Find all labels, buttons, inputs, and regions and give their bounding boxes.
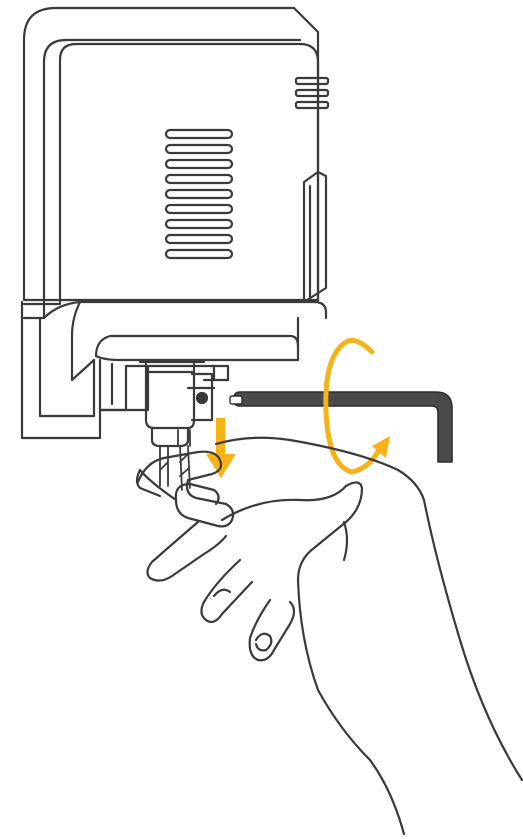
thumbnail [174, 482, 220, 506]
ring-finger-knuckle [212, 588, 232, 598]
bit-2-shank [177, 429, 191, 447]
bit-1 [159, 445, 169, 487]
thumb [136, 450, 235, 528]
hand-icon [135, 436, 523, 836]
collet-knob [210, 364, 230, 382]
front-grille [164, 128, 234, 260]
base-plate [42, 300, 328, 320]
plate-front [70, 300, 96, 382]
panel-bottom-edge [42, 38, 302, 320]
bracket [98, 358, 148, 412]
milling-machine-head-icon [20, 6, 330, 440]
collet-nut [150, 426, 190, 448]
little-finger-nail [254, 632, 273, 652]
down-arrow-icon [206, 418, 236, 478]
wrist-left [296, 578, 406, 836]
lower-housing-inner [38, 316, 96, 418]
rotate-arrow-head [372, 436, 390, 458]
rotate-arc-back [323, 337, 375, 475]
hex-key-shaft [233, 391, 453, 463]
index-finger [135, 468, 178, 502]
set-screw [195, 391, 209, 405]
side-vents [294, 76, 330, 110]
palm-outline [214, 436, 523, 782]
palm-lower [220, 481, 364, 582]
little-finger [248, 598, 296, 662]
hex-key-icon [229, 391, 453, 463]
middle-finger [146, 520, 228, 582]
bit-2 [179, 445, 191, 491]
lower-housing [20, 300, 216, 440]
drill-bit-icon [159, 429, 191, 491]
spindle-collet-icon [138, 360, 230, 448]
wrist-fold [342, 520, 349, 562]
side-rail [302, 170, 328, 304]
collet-cap [190, 372, 214, 422]
down-arrow-shaft [216, 418, 225, 458]
plate-lower [94, 334, 300, 362]
front-panel [58, 42, 320, 304]
rotate-arrow-icon [323, 337, 390, 475]
hex-key-tip [229, 395, 243, 405]
ring-finger [200, 558, 254, 624]
spindle-body [144, 362, 196, 430]
